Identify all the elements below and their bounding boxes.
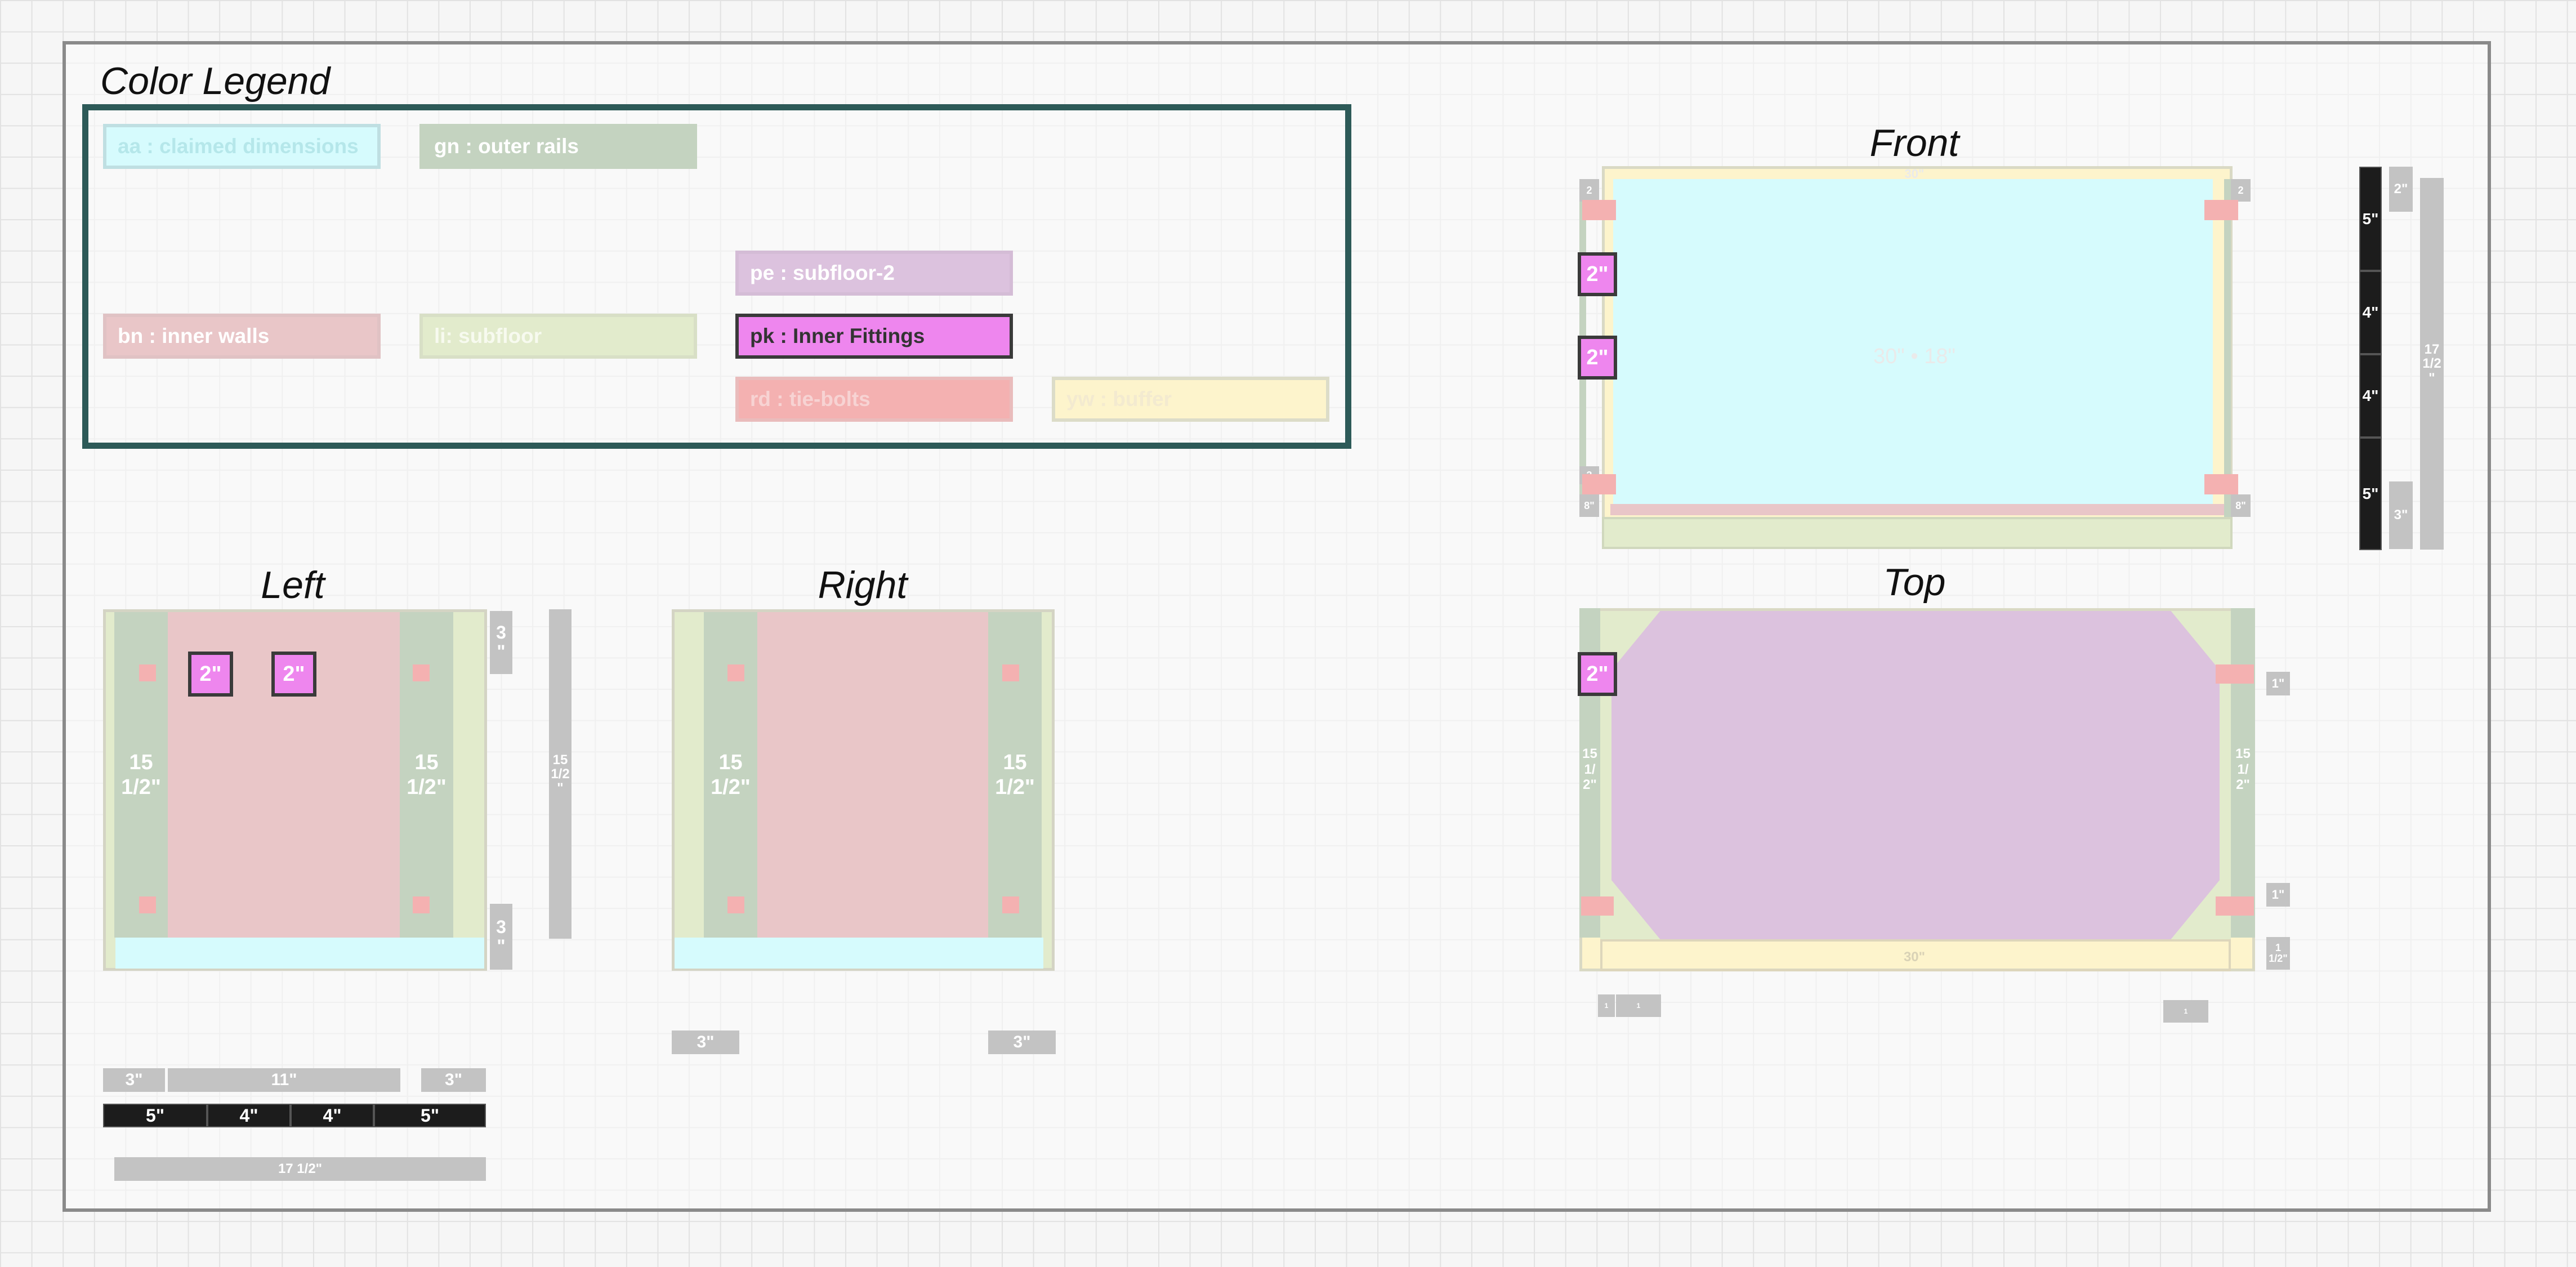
front-small-dim: 8" <box>1579 494 1599 517</box>
left-inner-fitting: 2" <box>188 652 233 697</box>
front-center-label: 30" • 18" <box>1873 345 1956 368</box>
front-small-dim: 2 <box>1579 179 1599 202</box>
top-subfloor-2 <box>1611 611 2220 939</box>
right-tie-bolt <box>727 664 744 681</box>
front-stack-dim: 4" <box>2359 271 2382 354</box>
left-rail-label: 15 1/2" <box>121 751 161 799</box>
front-top-rail-label: 30" <box>1904 167 1925 181</box>
front-tie-bolt <box>2204 200 2238 220</box>
left-bottom-total: 17 1/2" <box>114 1157 486 1181</box>
legend-item-rd: rd : tie-bolts <box>735 377 1013 422</box>
right-tie-bolt <box>1002 664 1019 681</box>
left-inner-fitting: 2" <box>271 652 316 697</box>
top-tie-bolt <box>1581 896 1614 916</box>
top-side-dim: 1 1/2" <box>2266 937 2290 970</box>
left-bottom-stack-dim: 4" <box>291 1104 374 1127</box>
right-bottom-dim: 3" <box>672 1030 739 1054</box>
front-small-dim: 8" <box>2231 494 2251 517</box>
top-inner-fitting: 2" <box>1578 652 1617 696</box>
legend-item-pe: pe : subfloor-2 <box>735 251 1013 296</box>
front-stack-dim: 5" <box>2359 167 2382 271</box>
left-tie-bolt <box>413 664 430 681</box>
legend-item-aa: aa : claimed dimensions <box>103 124 381 169</box>
top-side-dim: 1" <box>2266 672 2290 695</box>
left-view-title: Left <box>261 564 325 606</box>
legend-item-li: li: subfloor <box>419 314 697 359</box>
legend-title: Color Legend <box>100 60 331 102</box>
left-rail-label: 15 1/2" <box>407 751 447 799</box>
left-tie-bolt <box>139 664 156 681</box>
top-mini-dim: 1 <box>1616 994 1661 1017</box>
left-bottom-stack-dim: 5" <box>374 1104 486 1127</box>
left-side-dim-total: 15 1/2 " <box>549 609 572 939</box>
front-inner-wall-strip <box>1610 504 2224 515</box>
top-mini-dim: 1 <box>1598 994 1615 1017</box>
right-claimed-dimensions <box>675 938 1043 969</box>
top-rail-label: 15 1/ 2" <box>1582 746 1597 793</box>
front-stack-dim: 5" <box>2359 438 2382 550</box>
left-claimed-dimensions <box>115 938 484 969</box>
top-mini-dim: 1 <box>2163 1000 2208 1023</box>
left-bottom-stack-dim: 5" <box>103 1104 207 1127</box>
front-inner-fitting: 2" <box>1578 252 1617 296</box>
left-bottom-dim: 3" <box>421 1068 486 1092</box>
left-bottom-dim: 11" <box>168 1068 400 1092</box>
legend-item-pk: pk : Inner Fittings <box>735 314 1013 359</box>
front-tie-bolt <box>1582 474 1616 494</box>
left-side-dim-top: 3 " <box>490 611 512 674</box>
left-bottom-stack-dim: 4" <box>207 1104 291 1127</box>
top-bottom-rail-label: 30" <box>1903 949 1926 965</box>
legend-item-bn: bn : inner walls <box>103 314 381 359</box>
left-tie-bolt <box>413 896 430 913</box>
front-stack-dim: 4" <box>2359 354 2382 438</box>
right-rail-label: 15 1/2" <box>711 751 751 799</box>
top-rail-label: 15 1/ 2" <box>2235 746 2251 793</box>
right-rail-label: 15 1/2" <box>995 751 1035 799</box>
front-small-dim: 2 <box>2231 179 2251 202</box>
front-inner-fitting: 2" <box>1578 336 1617 380</box>
front-right-rail <box>2224 179 2231 517</box>
right-bottom-dim: 3" <box>988 1030 1056 1054</box>
right-view-title: Right <box>818 564 908 606</box>
front-claimed-dimensions <box>1613 179 2213 504</box>
front-side-dim-bottom: 3" <box>2389 481 2413 549</box>
right-tie-bolt <box>727 896 744 913</box>
color-legend <box>82 104 1351 449</box>
front-side-dim-total: 17 1/2 " <box>2420 178 2444 550</box>
right-tie-bolt <box>1002 896 1019 913</box>
left-bottom-dim: 3" <box>103 1068 165 1092</box>
front-side-dim-top: 2" <box>2389 167 2413 212</box>
top-bottom-rail <box>1600 939 2231 971</box>
front-tie-bolt <box>1582 200 1616 220</box>
front-view-title: Front <box>1869 122 1959 164</box>
top-tie-bolt <box>2216 896 2254 916</box>
left-tie-bolt <box>139 896 156 913</box>
top-tie-bolt <box>2216 664 2254 684</box>
legend-item-yw: yw : buffer <box>1052 377 1329 422</box>
legend-item-gn: gn : outer rails <box>419 124 697 169</box>
top-right-rail <box>2231 608 2255 938</box>
right-inner-wall <box>757 612 988 938</box>
front-subfloor <box>1602 517 2233 549</box>
top-side-dim: 1" <box>2266 883 2290 907</box>
front-tie-bolt <box>2204 474 2238 494</box>
left-side-dim-bottom: 3 " <box>490 904 512 970</box>
top-view-title: Top <box>1883 561 1946 604</box>
